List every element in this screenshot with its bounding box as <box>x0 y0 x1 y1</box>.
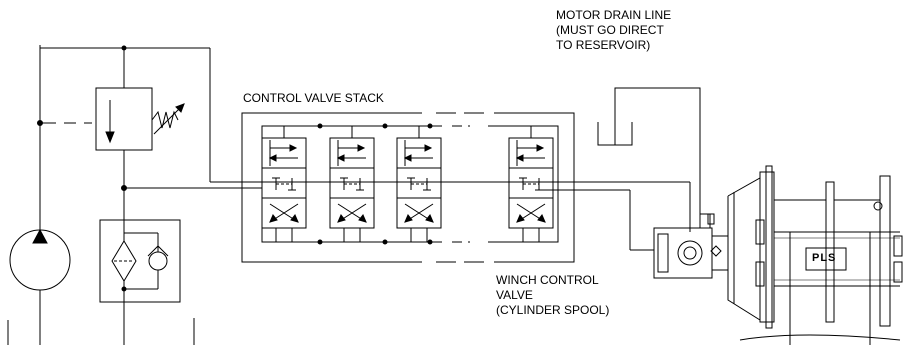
control-valve-stack-label: CONTROL VALVE STACK <box>243 91 384 105</box>
pump-icon <box>8 45 70 345</box>
directional-valve-icon <box>262 126 306 242</box>
filter-icon <box>100 220 180 345</box>
supply-line <box>38 46 249 182</box>
label-line: VALVE <box>496 288 533 302</box>
label-line: MOTOR DRAIN LINE <box>556 8 672 22</box>
directional-valve-icon <box>330 126 374 242</box>
work-lines <box>536 182 690 250</box>
winch-brand-label: PLS <box>812 252 837 264</box>
winch-control-valve-label: WINCH CONTROL VALVE (CYLINDER SPOOL) <box>496 273 609 318</box>
directional-valve-icon <box>397 126 441 242</box>
relief-valve-icon <box>96 48 184 191</box>
label-line: WINCH CONTROL <box>496 273 599 287</box>
motor-drain-line-label: MOTOR DRAIN LINE (MUST GO DIRECT TO RESE… <box>556 8 671 53</box>
check-valve-icon <box>148 233 168 289</box>
hydraulic-motor-icon <box>654 214 728 278</box>
label-line: (CYLINDER SPOOL) <box>496 303 610 317</box>
label-line: TO RESERVOIR) <box>556 38 651 52</box>
directional-valve-icon <box>509 126 553 242</box>
label-line: (MUST GO DIRECT <box>556 23 664 37</box>
winch-drum-icon <box>728 166 902 345</box>
reservoir-icon <box>598 88 700 215</box>
